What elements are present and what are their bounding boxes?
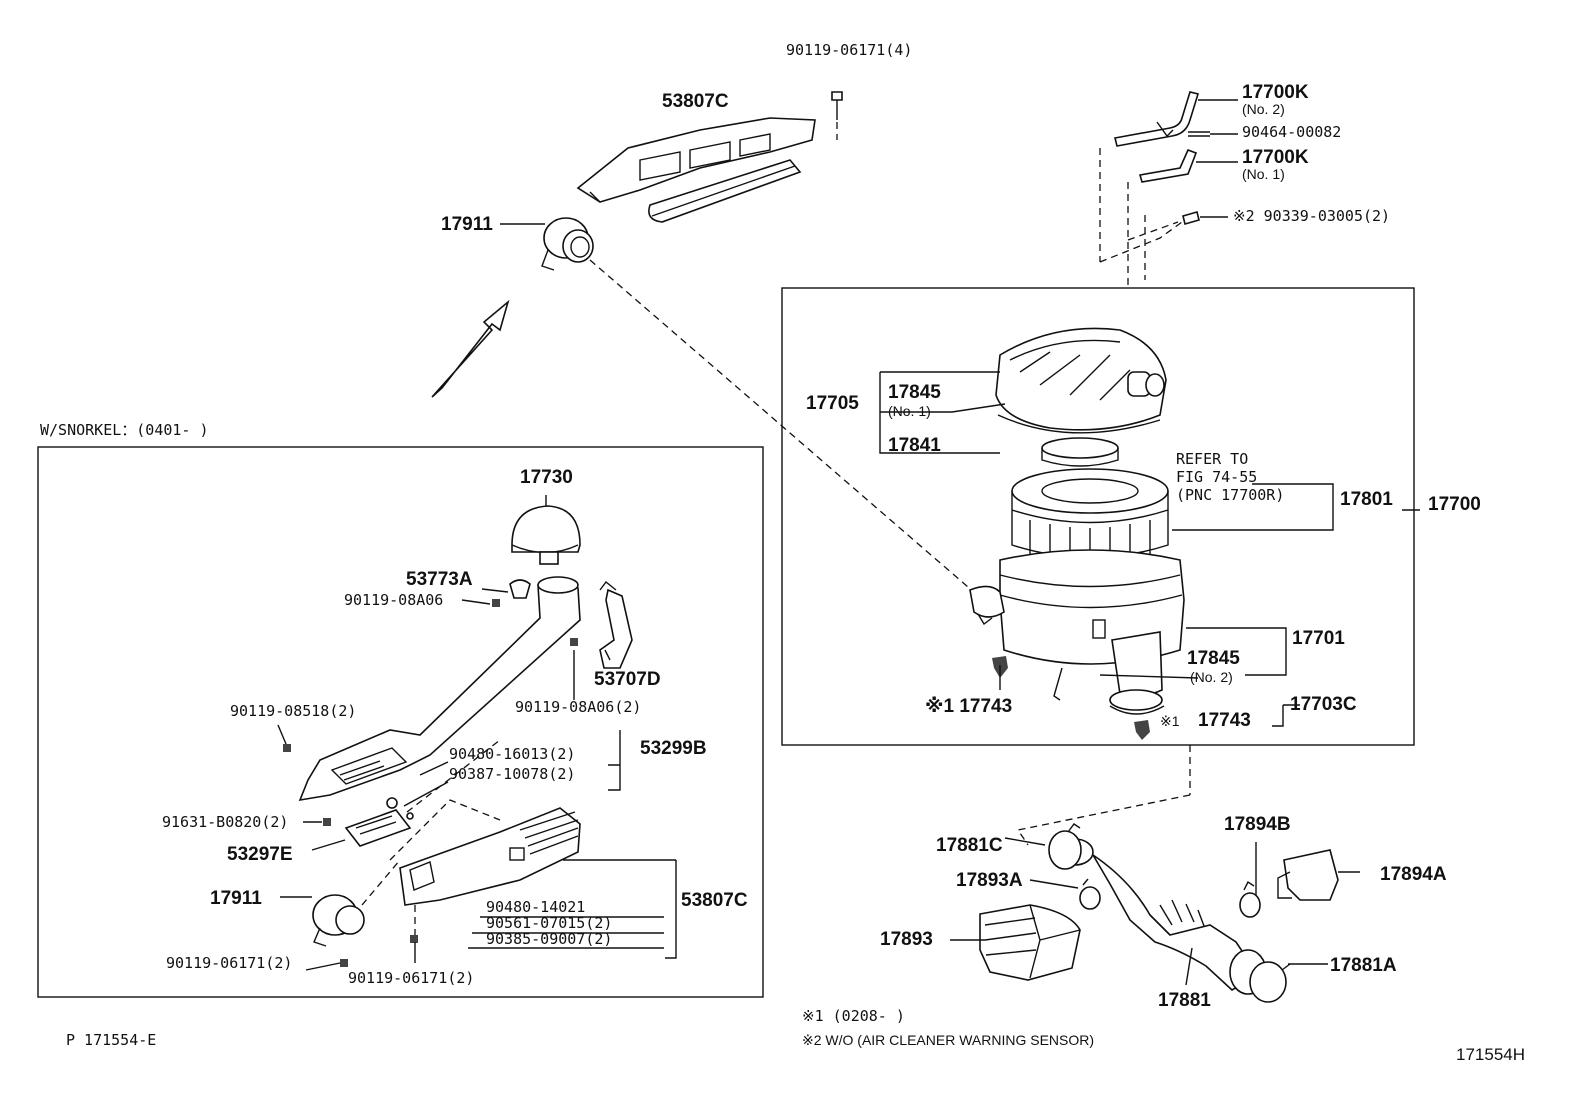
label-53299b: 53299B — [640, 738, 707, 759]
label-17845-no2: 17845 — [1187, 648, 1240, 669]
refer-note-line2: FIG 74-55 — [1176, 468, 1257, 486]
label-90339-03005: ※2 90339-03005(2) — [1233, 207, 1390, 225]
label-17743-left: ※1 17743 — [925, 696, 1012, 717]
clamp-17881a — [1249, 961, 1291, 1003]
refer-note-line1: REFER TO — [1176, 450, 1248, 468]
label-90119-06171-4: 90119-06171(4) — [786, 41, 912, 59]
label-91631-b0820: 91631-B0820(2) — [162, 813, 288, 831]
air-cleaner-body — [969, 327, 1185, 740]
label-17700k-no1-sub: (No. 1) — [1242, 166, 1285, 182]
snorkel-section-title: W/SNORKEL：(0401- ) — [40, 421, 209, 439]
label-90119-08518: 90119-08518(2) — [230, 702, 356, 720]
snorkel-gasket-53297e — [344, 809, 412, 847]
bracket-53707d — [599, 581, 633, 669]
snorkel-frame — [37, 446, 764, 998]
clip-53773a — [509, 579, 531, 599]
label-90119-06171-2a: 90119-06171(2) — [166, 954, 292, 972]
label-17893: 17893 — [880, 929, 933, 950]
clamp-17893a — [1079, 878, 1101, 910]
label-53773a: 53773A — [406, 569, 473, 590]
bolt-icon — [831, 91, 843, 140]
label-17845-no2-sub: (No. 2) — [1190, 669, 1233, 685]
air-inlet-17911-top — [541, 217, 594, 271]
label-90480-14021: 90480-14021 — [486, 898, 585, 916]
diagram-code-right: 171554H — [1456, 1045, 1525, 1064]
label-17893a: 17893A — [956, 870, 1023, 891]
clamp-17894b — [1239, 880, 1261, 918]
air-inlet-17911-bottom — [312, 894, 365, 947]
label-17894b: 17894B — [1224, 814, 1291, 835]
label-90387-10078: 90387-10078(2) — [449, 765, 575, 783]
label-17700k-no1: 17700K — [1242, 147, 1309, 168]
label-17700k-no2-sub: (No. 2) — [1242, 101, 1285, 117]
label-17845-no1: 17845 — [888, 382, 941, 403]
label-53807c-bottom: 53807C — [681, 890, 748, 911]
label-17730: 17730 — [520, 467, 573, 488]
air-cleaner-assembly-frame — [781, 287, 1415, 746]
label-17801: 17801 — [1340, 489, 1393, 510]
label-17894a: 17894A — [1380, 864, 1447, 885]
snorkel-pipe — [298, 576, 581, 802]
label-17743-right: 17743 — [1198, 710, 1251, 731]
label-17911-top: 17911 — [441, 214, 493, 235]
label-17700: 17700 — [1428, 494, 1481, 515]
diagram-code-left: P 171554-E — [66, 1031, 156, 1049]
label-17701: 17701 — [1292, 628, 1345, 649]
label-90119-08a06: 90119-08A06 — [344, 591, 443, 609]
clamp-17881c — [1048, 823, 1082, 870]
label-53297e: 53297E — [227, 844, 293, 865]
label-17881: 17881 — [1158, 990, 1211, 1011]
label-90119-08a06-2: 90119-08A06(2) — [515, 698, 641, 716]
label-53707d: 53707D — [594, 669, 661, 690]
label-17743-right-mark: ※1 — [1160, 713, 1180, 729]
refer-note-line3: (PNC 17700R) — [1176, 486, 1284, 504]
label-90561-07015: 90561-07015(2) — [486, 914, 612, 932]
footnote-1: ※1 (0208- ) — [802, 1007, 905, 1025]
intake-duct-top — [576, 117, 816, 223]
hose-17894a — [1277, 849, 1339, 901]
label-17703c: 17703C — [1290, 694, 1357, 715]
label-90464-00082: 90464-00082 — [1242, 123, 1341, 141]
label-17881c: 17881C — [936, 835, 1003, 856]
snorkel-head-17730 — [511, 505, 581, 565]
direction-arrow-icon — [431, 299, 510, 398]
label-17700k-no2: 17700K — [1242, 82, 1309, 103]
label-17841: 17841 — [888, 435, 941, 456]
label-17911-bottom: 17911 — [210, 888, 262, 909]
hose-17700k — [1114, 91, 1200, 225]
intake-hose-17881 — [1056, 838, 1267, 995]
intake-duct-53807c-bottom — [399, 807, 581, 906]
label-90119-06171-2b: 90119-06171(2) — [348, 969, 474, 987]
label-90480-16013: 90480-16013(2) — [449, 745, 575, 763]
label-17881a: 17881A — [1330, 955, 1397, 976]
label-17845-no1-sub: (No. 1) — [888, 403, 931, 419]
resonator-17893 — [979, 904, 1081, 981]
label-17705: 17705 — [806, 393, 859, 414]
label-90385-09007: 90385-09007(2) — [486, 930, 612, 948]
bolt-icons-snorkel — [283, 599, 578, 967]
label-53807c-top: 53807C — [662, 91, 729, 112]
footnote-2: ※2 W/O (AIR CLEANER WARNING SENSOR) — [802, 1032, 1094, 1048]
